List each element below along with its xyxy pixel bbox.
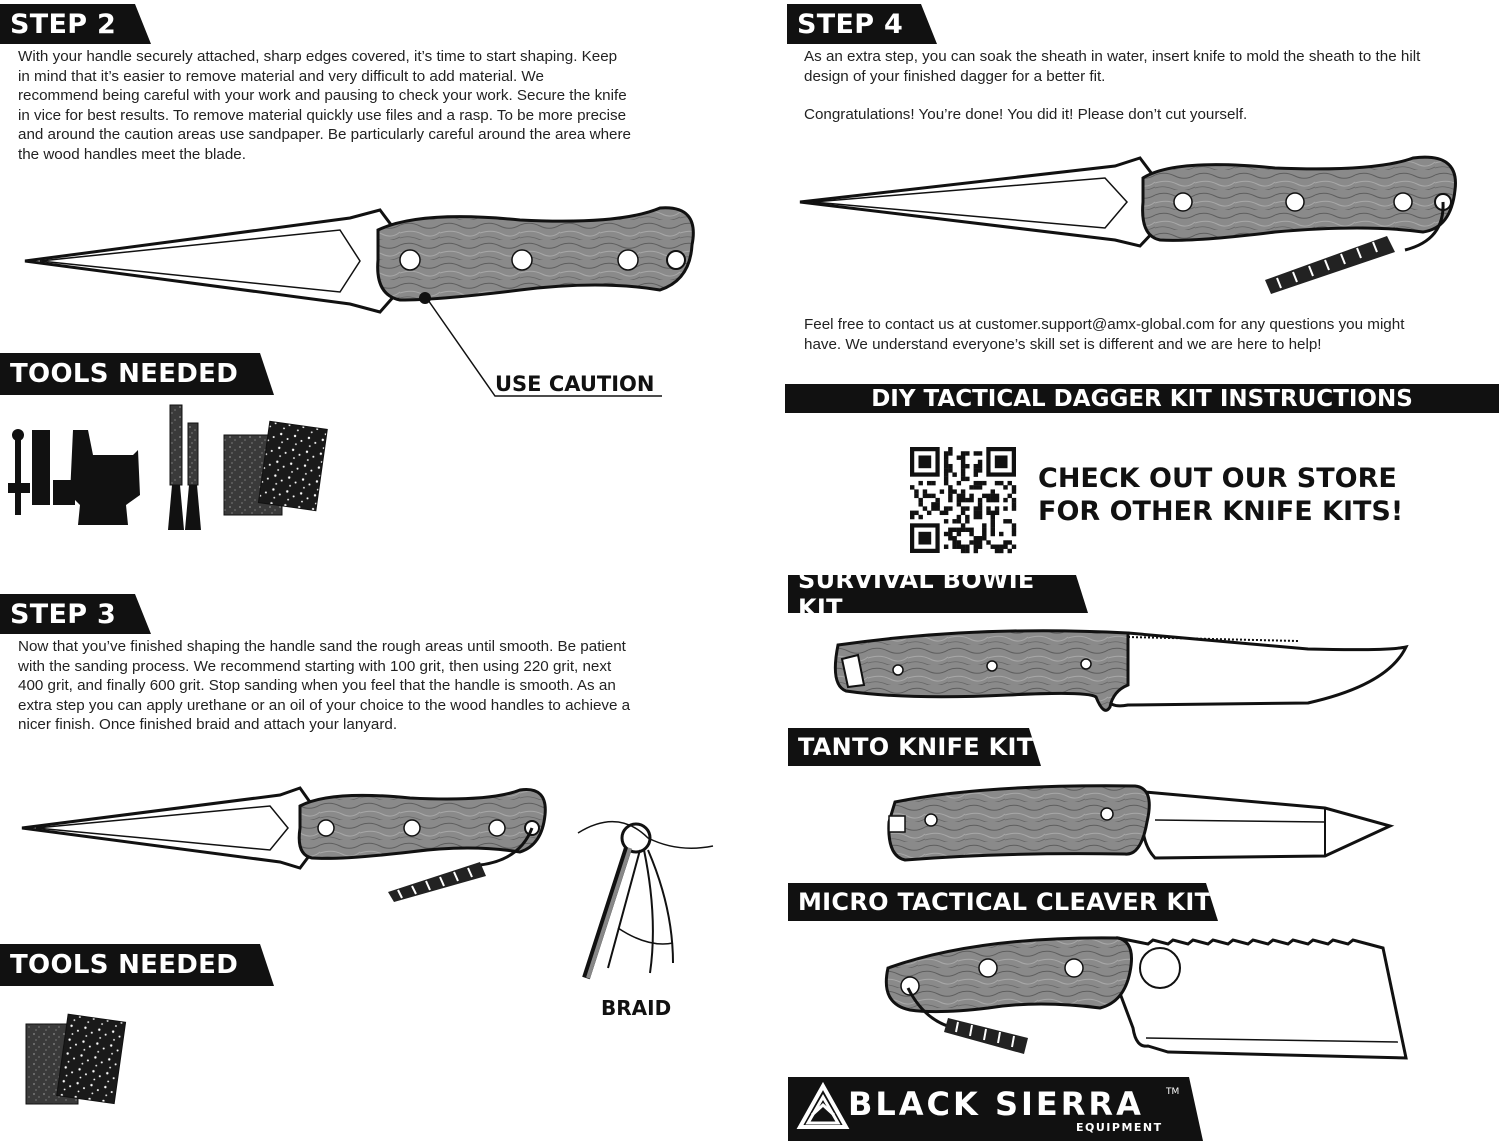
- step2-line: in vice for best results. To remove mate…: [18, 106, 627, 124]
- step2-line: the wood handles meet the blade.: [18, 145, 246, 163]
- contact-line: have. We understand everyone’s skill set…: [804, 335, 1322, 353]
- survival-bowie-illustration: [833, 629, 1409, 712]
- brand-name: BLACK SIERRA: [848, 1085, 1144, 1123]
- rasp-icon: [185, 422, 201, 530]
- sandpaper-icon: [223, 420, 328, 516]
- brand-sub: EQUIPMENT: [1076, 1121, 1163, 1134]
- contact-text: Feel free to contact us at customer.supp…: [804, 315, 1404, 354]
- tanto-illustration: [887, 784, 1395, 862]
- file-icon: [168, 404, 184, 530]
- step3-line: nicer finish. Once finished braid and at…: [18, 716, 398, 734]
- step3-line: extra step you can apply urethane or an …: [18, 696, 631, 714]
- braid-illustration: [577, 821, 714, 980]
- caution-label: USE CAUTION: [495, 372, 655, 396]
- kit-survival-bowie-heading: SURVIVAL BOWIE KIT: [788, 575, 1088, 613]
- kit-micro-cleaver-heading: MICRO TACTICAL CLEAVER KIT: [788, 883, 1218, 921]
- tools-needed-heading: TOOLS NEEDED: [0, 353, 274, 395]
- qr-code-icon[interactable]: [910, 447, 1017, 554]
- step2-line: recommend being careful with your work a…: [18, 87, 627, 105]
- step4-line: design of your finished dagger for a bet…: [804, 67, 1106, 85]
- dagger-illustration: [24, 206, 695, 397]
- finished-dagger-illustration: [799, 155, 1457, 294]
- store-line: FOR OTHER KNIFE KITS!: [1038, 496, 1404, 527]
- step3-line: with the sanding process. We recommend s…: [18, 657, 612, 675]
- tools-row: [8, 404, 328, 530]
- step2-heading: STEP 2: [0, 4, 151, 44]
- step3-heading: STEP 3: [0, 594, 151, 634]
- black-sierra-logo: BLACK SIERRA TM EQUIPMENT: [788, 1077, 1203, 1141]
- step4-heading: STEP 4: [787, 4, 937, 44]
- micro-cleaver-illustration: [884, 936, 1408, 1060]
- braid-label: BRAID: [601, 996, 672, 1020]
- store-callout: CHECK OUT OUR STORE FOR OTHER KNIFE KITS…: [1038, 462, 1403, 528]
- tools-needed-heading-2: TOOLS NEEDED: [0, 944, 274, 986]
- store-line: CHECK OUT OUR STORE: [1038, 463, 1397, 494]
- step4-congrats: Congratulations! You’re done! You did it…: [804, 106, 1248, 123]
- step2-line: in mind that it’s easier to remove mater…: [18, 67, 544, 85]
- vice-icon: [8, 429, 140, 525]
- step2-instructions: With your handle securely attached, shar…: [18, 47, 631, 165]
- step3-instructions: Now that you’ve finished shaping the han…: [18, 637, 630, 735]
- step2-line: With your handle securely attached, shar…: [18, 48, 618, 65]
- step4-line: As an extra step, you can soak the sheat…: [804, 48, 1421, 65]
- trademark: TM: [1166, 1087, 1180, 1097]
- instructions-title: DIY TACTICAL DAGGER KIT INSTRUCTIONS: [785, 384, 1499, 413]
- kit-tanto-heading: TANTO KNIFE KIT: [788, 728, 1041, 766]
- dagger-lanyard-illustration: [21, 786, 547, 902]
- mountain-logo-icon: [798, 1083, 848, 1133]
- sandpaper-icon: [25, 1013, 127, 1105]
- contact-line: Feel free to contact us at customer.supp…: [804, 316, 1405, 333]
- step4-instructions: As an extra step, you can soak the sheat…: [804, 47, 1420, 86]
- step3-line: 400 grit, and finally 600 grit. Stop san…: [18, 677, 616, 695]
- step3-line: Now that you’ve finished shaping the han…: [18, 638, 626, 655]
- step2-line: and around the caution areas use sandpap…: [18, 126, 631, 144]
